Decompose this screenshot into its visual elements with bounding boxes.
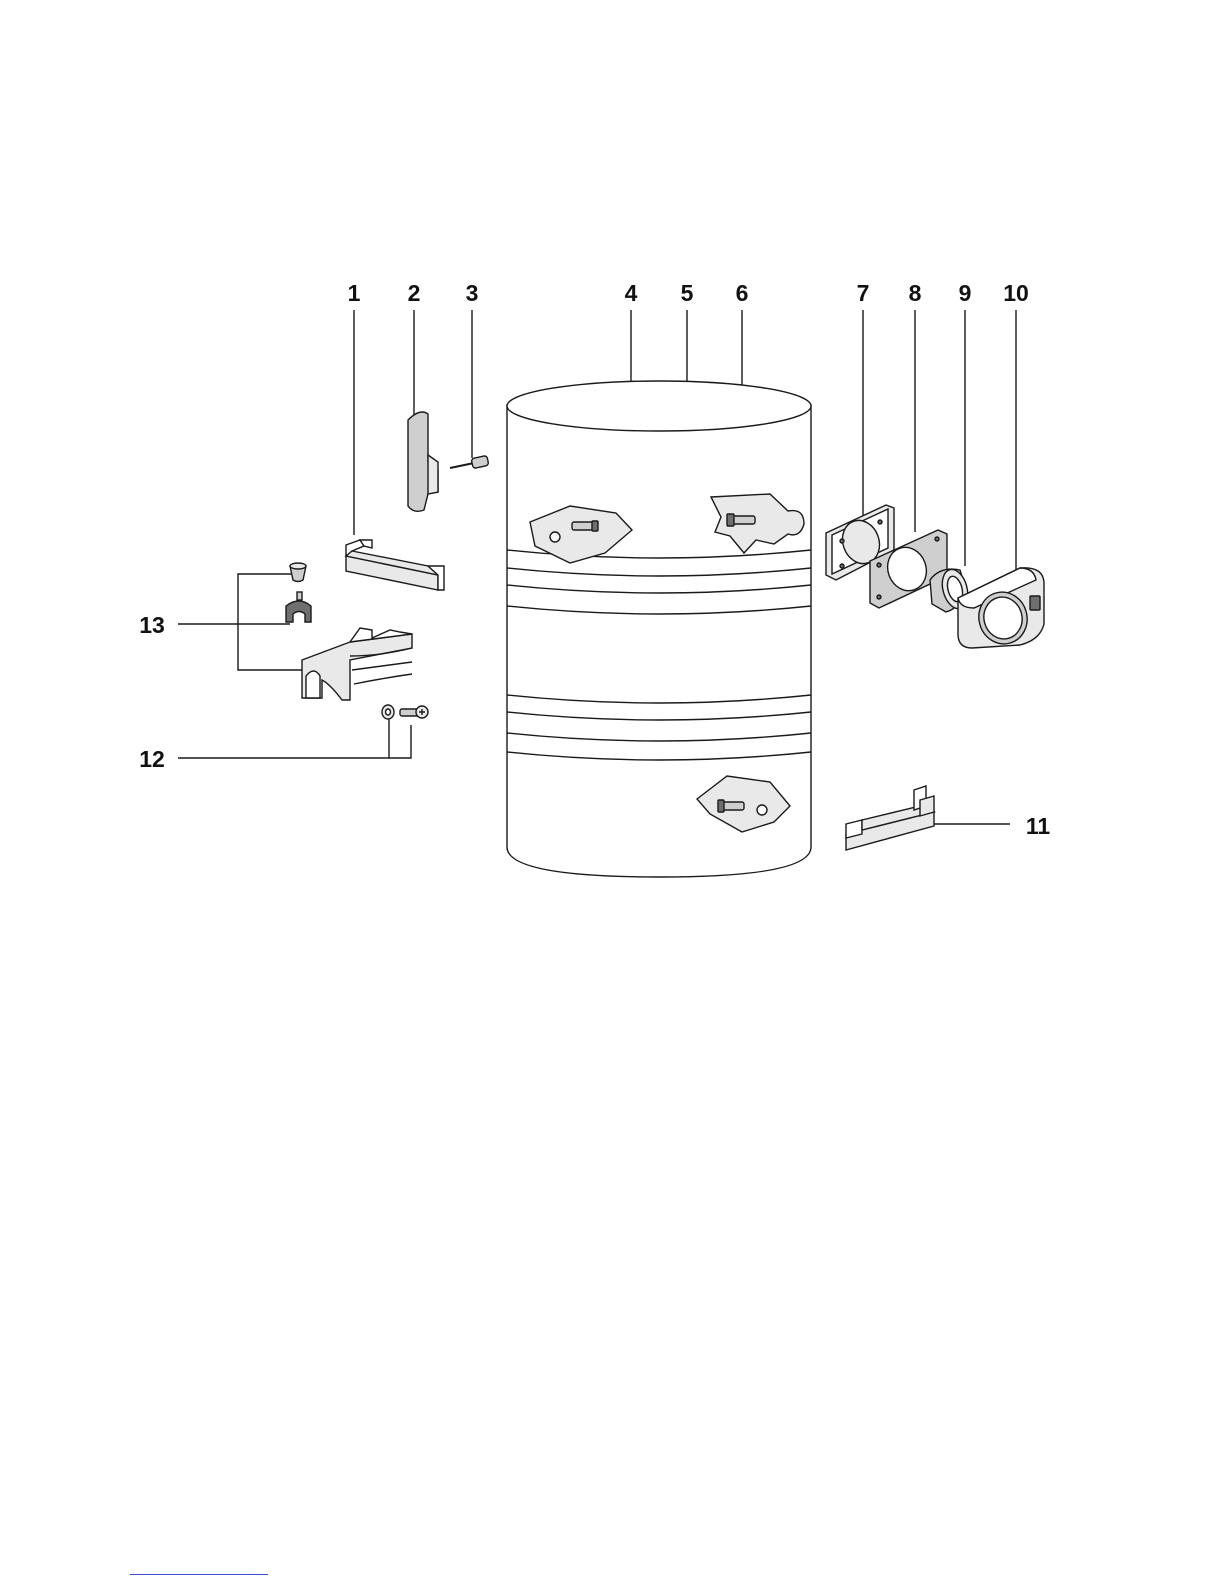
lower-rail-bracket <box>846 786 934 850</box>
callout-12: 12 <box>139 746 165 772</box>
motor-cover <box>958 568 1044 650</box>
upper-rail-bracket <box>346 540 444 590</box>
washer <box>382 705 394 719</box>
callout-9: 9 <box>959 280 972 306</box>
cable-clip <box>286 592 311 622</box>
screw <box>400 706 428 718</box>
callout-11: 11 <box>1026 813 1051 839</box>
footer-rule <box>130 1574 268 1575</box>
callout-4: 4 <box>625 280 638 306</box>
rubber-cap <box>290 563 306 582</box>
pin <box>450 455 489 468</box>
callout-6: 6 <box>736 280 749 306</box>
callout-8: 8 <box>909 280 922 306</box>
callout-10: 10 <box>1003 280 1029 306</box>
callout-3: 3 <box>466 280 479 306</box>
support-bracket <box>302 628 412 700</box>
callout-5: 5 <box>681 280 694 306</box>
handle <box>408 412 438 511</box>
callout-1: 1 <box>348 280 361 306</box>
callout-2: 2 <box>408 280 421 306</box>
callout-7: 7 <box>857 280 870 306</box>
callout-13: 13 <box>139 612 165 638</box>
